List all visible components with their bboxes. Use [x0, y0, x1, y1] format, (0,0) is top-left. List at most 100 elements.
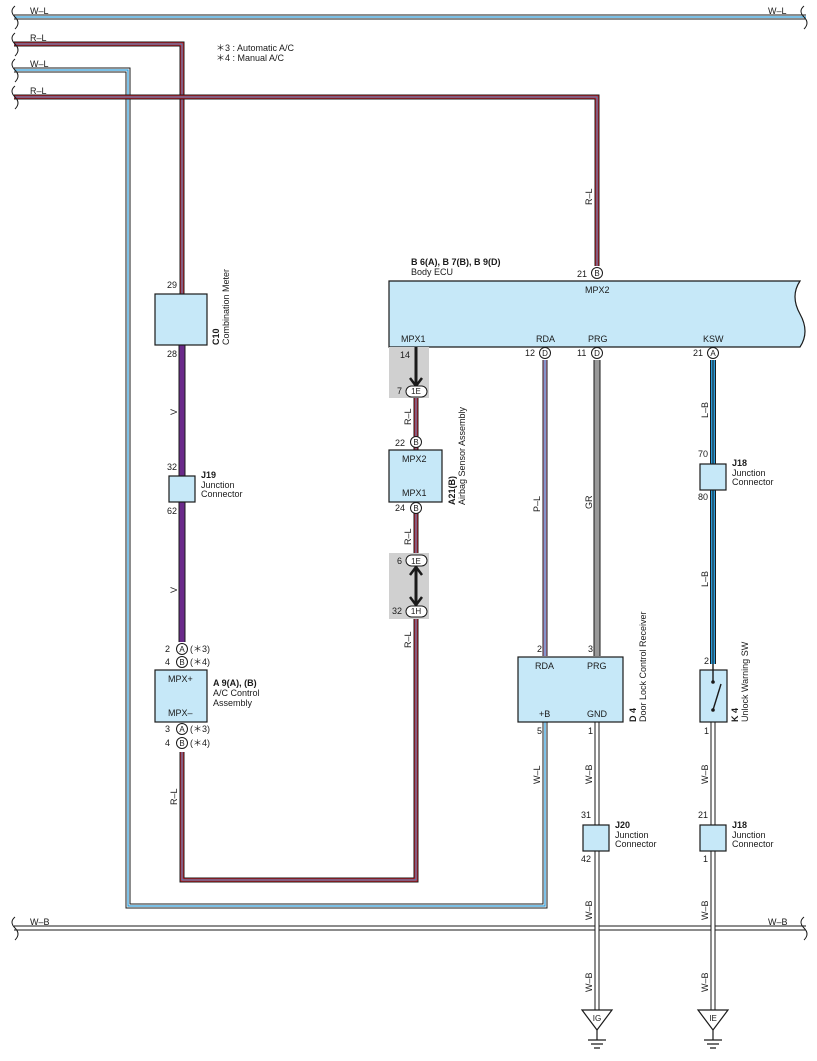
airbag-mpx1: MPX1: [402, 488, 427, 498]
door-gnd-label: GND: [587, 709, 608, 719]
ground-ie: IE: [696, 1009, 730, 1049]
ac-mpx-plus: MPX+: [168, 674, 193, 684]
j20-pin-bottom: 42: [581, 854, 591, 864]
j19-code: J19: [201, 470, 216, 480]
ac-conn-b-bottom: B: [179, 739, 184, 748]
k4-pin-bottom: 1: [704, 726, 709, 736]
j18b-pin-top: 21: [698, 810, 708, 820]
label-rl-1: R–L: [30, 33, 47, 43]
wire-wl-door-b: [14, 67, 548, 909]
door-pin-b: 5: [537, 726, 542, 736]
j19-name1: Junction: [201, 480, 235, 490]
label-wb-k4-3: W–B: [700, 972, 710, 992]
ac-note3-bottom: (＊3): [190, 724, 210, 734]
j19-pin-top: 32: [167, 462, 177, 472]
label-wb-right: W–B: [768, 917, 788, 927]
door-name: Door Lock Control Receiver: [638, 611, 648, 722]
junction-connector-j18-upper: 70 80 J18 Junction Connector: [698, 449, 774, 502]
ecu-pin-mpx1: 14: [400, 350, 410, 360]
door-code: D 4: [628, 708, 638, 722]
label-wl-2: W–L: [30, 59, 49, 69]
airbag-sensor-assembly: 22 B MPX2 MPX1 24 B A21(B) Airbag Sensor…: [388, 406, 467, 514]
j18a-pin-bottom: 80: [698, 492, 708, 502]
door-pin-prg: 3: [588, 644, 593, 654]
label-wl-top-right: W–L: [768, 6, 787, 16]
wire-rl-ecu-mpx2: [14, 94, 600, 266]
ecu-pin-ksw: 21: [693, 348, 703, 358]
ecu-conn-d-rda: D: [542, 349, 548, 358]
jc1-conn-top: 1E: [411, 387, 421, 396]
door-prg-label: PRG: [587, 661, 607, 671]
junction-connector-j19: 32 62 J19 Junction Connector: [167, 462, 243, 516]
door-pin-gnd: 1: [588, 726, 593, 736]
j18b-name1: Junction: [732, 830, 766, 840]
junction-connector-1e-1h: 6 1E 32 1H: [389, 553, 429, 619]
label-v-2: V: [169, 587, 179, 593]
ecu-code: B 6(A), B 7(B), B 9(D): [411, 257, 501, 267]
label-rl-ac: R–L: [169, 788, 179, 805]
label-lb-1: L–B: [700, 402, 710, 418]
j18b-pin-bottom: 1: [703, 854, 708, 864]
label-wb-left: W–B: [30, 917, 50, 927]
j18a-name1: Junction: [732, 468, 766, 478]
wire-rl-meter: [14, 41, 185, 294]
ac-note4-bottom: (＊4): [190, 738, 210, 748]
ecu-rda-label: RDA: [536, 334, 555, 344]
j18b-code: J18: [732, 820, 747, 830]
ac-name1: A/C Control: [213, 688, 260, 698]
ac-control-assembly: MPX+ MPX– 2 A (＊3) 4 B (＊4) 3 A (＊3) 4 B…: [154, 643, 260, 749]
ecu-pin-prg: 11: [577, 348, 586, 358]
door-rda-label: RDA: [535, 661, 554, 671]
airbag-mpx2: MPX2: [402, 454, 427, 464]
jc1-conn-b: 1H: [411, 607, 421, 616]
ecu-conn-d-prg: D: [594, 349, 600, 358]
j18a-code: J18: [732, 458, 747, 468]
label-rl-air-2: R–L: [403, 528, 413, 545]
ecu-pin-mpx2: 21: [577, 269, 587, 279]
door-b-label: +B: [539, 709, 550, 719]
label-gr: GR: [584, 495, 594, 509]
label-wb-k4-2: W–B: [700, 900, 710, 920]
ecu-conn-a: A: [710, 349, 716, 358]
meter-name: Combination Meter: [221, 269, 231, 345]
label-rl-air-1: R–L: [403, 408, 413, 425]
ac-conn-a-bottom: A: [179, 725, 185, 734]
airbag-code: A21(B): [447, 476, 457, 505]
combination-meter: 29 28 C10 Combination Meter: [154, 269, 231, 359]
label-wl-door: W–L: [532, 765, 542, 784]
ground-ie-label: IE: [709, 1014, 717, 1023]
airbag-pin-bottom: 24: [395, 503, 405, 513]
body-ecu: B 6(A), B 7(B), B 9(D) Body ECU MPX2 MPX…: [388, 257, 806, 359]
ac-note3-top: (＊3): [190, 644, 210, 654]
ecu-mpx1-label: MPX1: [401, 334, 426, 344]
ac-mpx-minus: MPX–: [168, 708, 193, 718]
wire-break-marks: [11, 5, 808, 941]
label-pl: P–L: [532, 496, 542, 512]
ground-ig: IG: [580, 1009, 614, 1049]
airbag-conn-bottom: B: [413, 504, 418, 513]
ac-conn-a-top: A: [179, 645, 185, 654]
ac-pin-1: 2: [165, 644, 170, 654]
junction-connector-j18-lower: 21 1 J18 Junction Connector: [698, 810, 774, 864]
junction-connector-j20: 31 42 J20 Junction Connector: [581, 810, 657, 864]
j18a-pin-top: 70: [698, 449, 708, 459]
label-wb-door-2: W–B: [584, 900, 594, 920]
label-wl-top-left: W–L: [30, 6, 49, 16]
k4-code: K 4: [730, 708, 740, 722]
ac-pin-4: 4: [165, 738, 170, 748]
ecu-conn-b: B: [594, 269, 599, 278]
meter-pin-bottom: 28: [167, 349, 177, 359]
j20-pin-top: 31: [581, 810, 591, 820]
j18a-name2: Connector: [732, 477, 774, 487]
ecu-mpx2-label: MPX2: [585, 285, 610, 295]
ecu-ksw-label: KSW: [703, 334, 724, 344]
ecu-pin-rda: 12: [525, 348, 535, 358]
ac-note4-top: (＊4): [190, 657, 210, 667]
jc1-pin-b: 32: [392, 606, 402, 616]
ground-ig-label: IG: [593, 1014, 601, 1023]
note-manual-ac: ＊4 : Manual A/C: [216, 53, 285, 63]
j20-name2: Connector: [615, 839, 657, 849]
label-lb-2: L–B: [700, 571, 710, 587]
j20-code: J20: [615, 820, 630, 830]
